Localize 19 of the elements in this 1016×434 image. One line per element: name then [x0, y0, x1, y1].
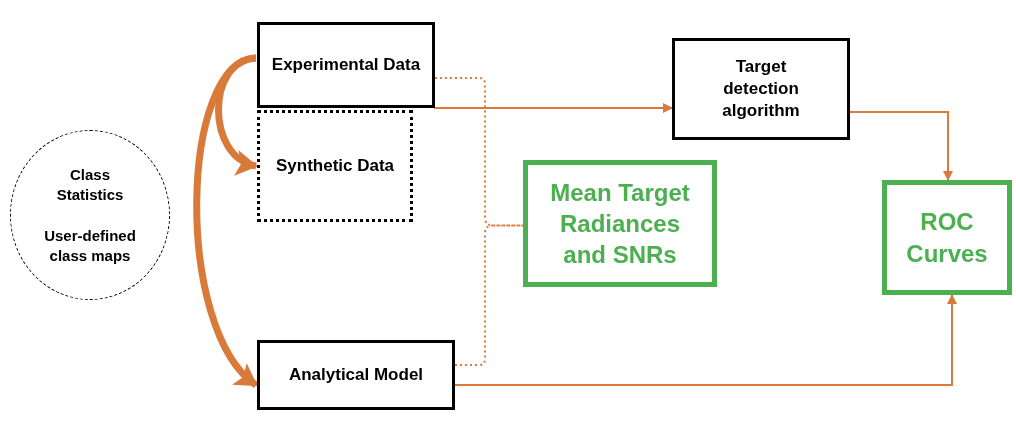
process-box — [672, 38, 850, 140]
node-label: Analytical Model — [288, 363, 424, 386]
node-label: Mean Target Radiances and SNRs — [549, 177, 691, 271]
node-label: ROC Curves — [905, 207, 989, 269]
process-box — [257, 22, 435, 108]
dotted-process-box — [257, 110, 413, 222]
node-label: Experimental Data — [271, 53, 421, 76]
arrow — [849, 111, 953, 181]
node-label: Synthetic Data — [275, 154, 395, 177]
node-label: Class Statistics — [55, 165, 125, 204]
dotted-connector — [454, 224, 524, 366]
node-label: Target detection algorithm — [721, 55, 801, 123]
result-box — [882, 180, 1012, 295]
node-label: User-defined class maps — [43, 226, 137, 265]
process-box — [257, 340, 455, 410]
arrow — [454, 294, 957, 386]
curved-arrow — [193, 54, 259, 388]
result-box — [523, 160, 717, 287]
arrow — [433, 103, 673, 113]
